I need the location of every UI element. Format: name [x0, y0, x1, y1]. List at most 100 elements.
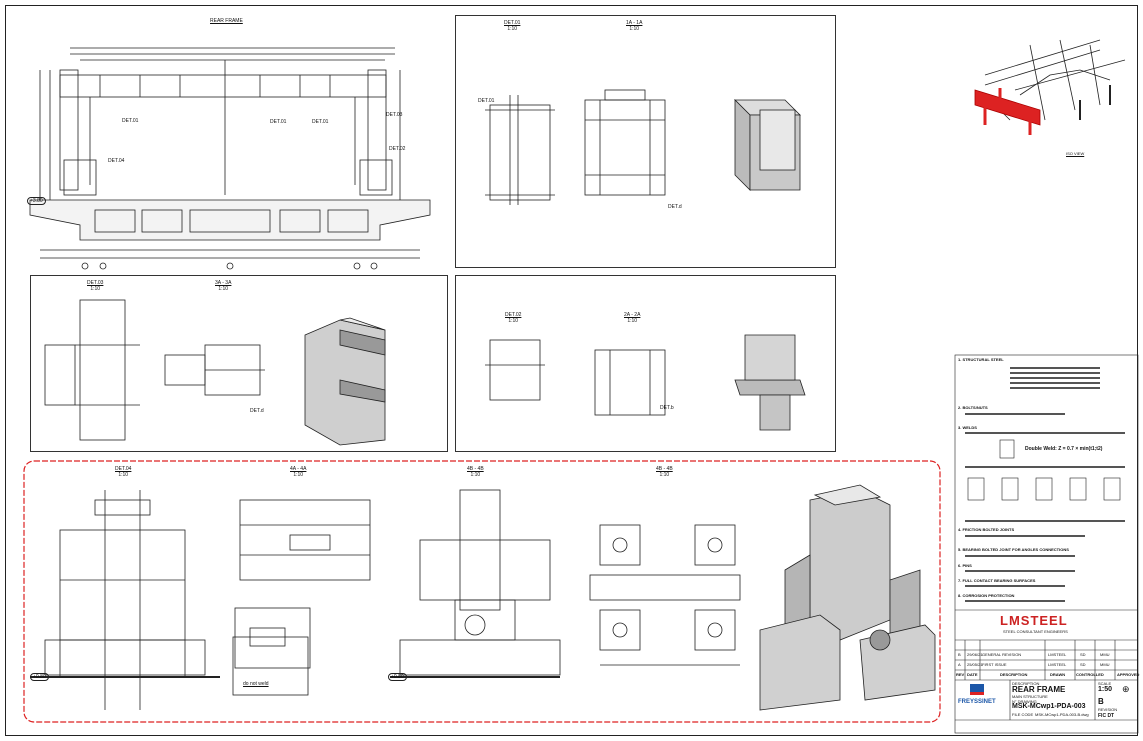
- sec4b-section: [390, 489, 561, 678]
- note-h6: 6. PINS: [958, 563, 972, 568]
- callout-do-not-weld: do not weld: [243, 681, 269, 687]
- panel-det01: [455, 15, 836, 268]
- drawing-title: REAR FRAME: [1012, 685, 1066, 694]
- scale-value: 1:50: [1098, 686, 1113, 693]
- note-line: [965, 585, 1065, 587]
- note-table-row: [1010, 372, 1100, 374]
- level-marker: +3.80: [27, 197, 46, 205]
- note-h1: 1. STRUCTURAL STEEL: [958, 357, 1004, 362]
- revision-value: B: [1098, 697, 1104, 706]
- desc-label: DESCRIPTION: [1012, 681, 1040, 686]
- note-h5: 5. BEARING BOLTED JOINT FOR ANGLES CONNE…: [958, 547, 1069, 552]
- file-code-label: FILE CODE: [1012, 712, 1034, 717]
- rev-row-desc: FIRST ISSUE: [982, 662, 1007, 667]
- scale-label: SCALE: [1098, 681, 1112, 686]
- sec1a-section: [584, 89, 666, 196]
- sec4b2-section: [589, 524, 741, 666]
- weld-formula: Double Weld: Z = 0.7 × min(t1;t2): [1025, 446, 1103, 452]
- status-value: FIC DT: [1098, 713, 1115, 719]
- rev-row-ctrl: SD: [1080, 662, 1086, 667]
- titleblock-grid: [954, 354, 1139, 734]
- title-rear-frame: REAR FRAME: [210, 18, 243, 24]
- weld-sketches: [967, 439, 1121, 501]
- sheet-border: [5, 5, 1138, 736]
- callout-det-d: DET.d: [668, 204, 682, 210]
- note-h4: 4. FRICTION BOLTED JOINTS: [958, 527, 1015, 532]
- drawing-number: MSK-MCwp1-PDA-003: [1012, 703, 1086, 710]
- col-appr: APPROVED: [1117, 672, 1140, 677]
- sec2a-section: [594, 349, 666, 416]
- det01-front: [485, 95, 555, 205]
- det03-iso: [304, 317, 386, 446]
- callout-det03: DET.03: [386, 112, 403, 118]
- sec4a-section: [234, 499, 371, 669]
- note-table-row: [1010, 382, 1100, 384]
- callout-det04: DET.04: [108, 158, 125, 164]
- level-marker: +0.80: [388, 673, 407, 681]
- note-line: [965, 466, 1125, 468]
- det02-front: [485, 339, 545, 401]
- callout-det02: DET.02: [389, 146, 406, 152]
- level-marker: +0.80: [30, 673, 49, 681]
- callout-det01: DET.01: [270, 119, 287, 125]
- projection-icon: ⊕: [1122, 684, 1130, 694]
- rev-row-drawn: LMSTEEL: [1048, 662, 1067, 667]
- iso-3d-view: [974, 39, 1126, 135]
- client-logo-icon: [970, 684, 984, 692]
- callout-det01: DET.01: [122, 118, 139, 124]
- rev-row-date: 29/06/21: [967, 652, 983, 657]
- callout-det-b: DET.b: [660, 405, 674, 411]
- col-drawn: DRAWN: [1050, 672, 1066, 677]
- panel-det03: [30, 275, 448, 452]
- note-line: [965, 535, 1085, 537]
- col-ctrl: CONTROLLED: [1076, 672, 1104, 677]
- col-rev: REV: [956, 672, 965, 677]
- rev-row-appr: MMU: [1100, 652, 1110, 657]
- revision-label: REVISION: [1098, 707, 1118, 712]
- note-line: [965, 600, 1065, 602]
- rev-row-ctrl: SD: [1080, 652, 1086, 657]
- note-line: [965, 570, 1075, 572]
- col-date: DATE: [967, 672, 978, 677]
- note-line: [965, 555, 1075, 557]
- sec3a-section: [164, 344, 265, 396]
- panel-det02: [455, 275, 836, 452]
- file-code: MSK-MCwp1-PDA-003-B.dwg: [1035, 712, 1089, 717]
- note-h8: 8. CORROSION PROTECTION: [958, 593, 1015, 598]
- rear-frame-elevation: [29, 47, 431, 270]
- brand-subtitle: STEEL CONSULTANT ENGINEERS: [1003, 629, 1068, 634]
- col-desc: DESCRIPTION: [1000, 672, 1028, 677]
- note-table-row: [1010, 387, 1100, 389]
- det02-iso: [734, 334, 806, 431]
- client-logo-stripe: [970, 692, 984, 695]
- rev-row-rev: A: [958, 662, 961, 667]
- rev-row-date: 25/05/21: [967, 662, 983, 667]
- revision-cloud: [23, 460, 941, 723]
- drawing-no-label: N° DRAWING: [1012, 699, 1037, 704]
- client-name: FREYSSINET: [958, 699, 996, 705]
- drawing-subtitle: MAIN STRUCTURE: [1012, 694, 1048, 699]
- callout-det-d: DET.d: [250, 408, 264, 414]
- callout-det01: DET.01: [312, 119, 329, 125]
- note-line: [965, 432, 1125, 434]
- callout-det-d: DET.01: [478, 98, 495, 104]
- det03-front: [44, 299, 140, 441]
- brand-logo: LMSTEEL: [1000, 613, 1068, 628]
- det04-iso: [759, 484, 936, 711]
- rev-row-rev: B: [958, 652, 961, 657]
- note-h2: 2. BOLTS/NUTS: [958, 405, 988, 410]
- rev-row-drawn: LMSTEEL: [1048, 652, 1067, 657]
- det04-front: [30, 490, 220, 710]
